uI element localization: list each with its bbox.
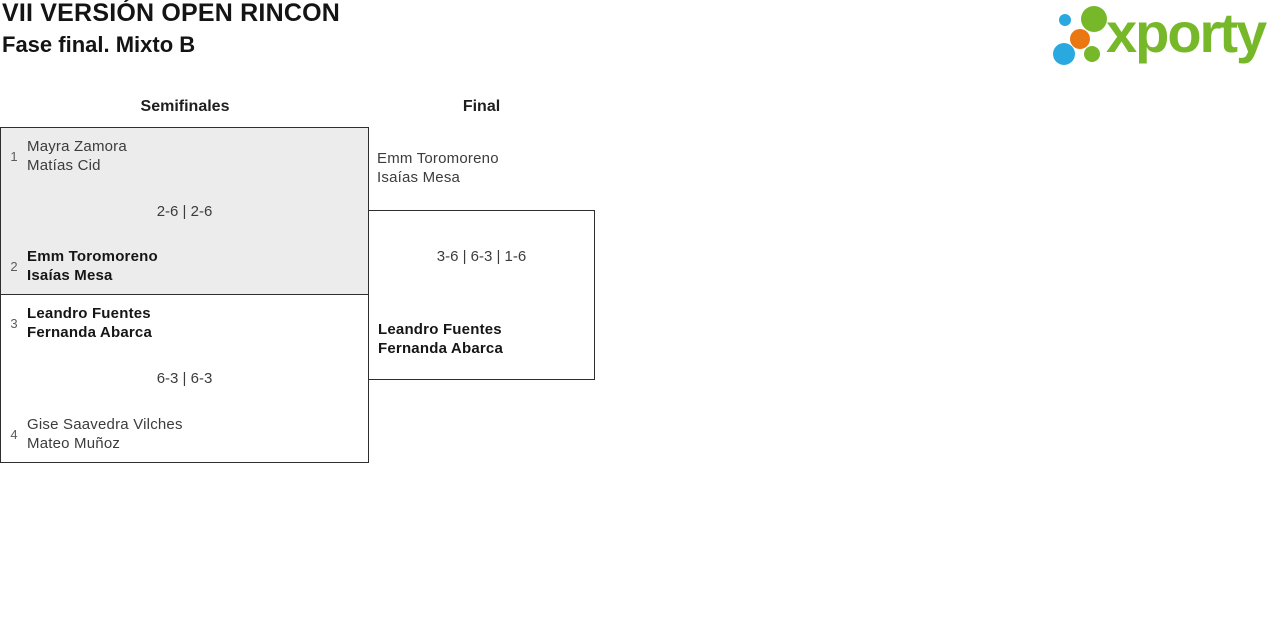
player-name: Matías Cid (27, 157, 101, 174)
phase-subtitle: Fase final. Mixto B (2, 32, 196, 57)
player-name: Isaías Mesa (27, 267, 113, 284)
final-team-winner: Leandro Fuentes Fernanda Abarca (378, 320, 503, 358)
match-semifinal-1: 1 Mayra Zamora Matías Cid 2-6 | 2-6 2 Em… (0, 127, 369, 295)
team-names: Gise Saavedra Vilches Mateo Muñoz (27, 415, 183, 453)
team-row-seed-3: 3 Leandro Fuentes Fernanda Abarca (1, 304, 368, 342)
player-name: Fernanda Abarca (27, 324, 152, 341)
match-score: 6-3 | 6-3 (156, 370, 213, 387)
player-name: Emm Toromoreno (27, 248, 158, 265)
team-names: Mayra Zamora Matías Cid (27, 137, 127, 175)
xporty-logo[interactable] (1050, 0, 1280, 75)
logo-dot-blue-small-icon (1059, 14, 1071, 26)
player-name: Emm Toromoreno (377, 150, 499, 167)
tournament-title: VII VERSIÓN OPEN RINCON (2, 0, 340, 27)
seed-number: 4 (10, 426, 18, 442)
logo-dot-green-small-icon (1084, 46, 1100, 62)
xporty-wordmark[interactable]: xporty (1106, 1, 1267, 64)
column-header-semifinals: Semifinales (140, 98, 230, 115)
team-row-seed-1: 1 Mayra Zamora Matías Cid (1, 137, 368, 175)
player-name: Isaías Mesa (377, 169, 461, 186)
logo-dot-orange-icon (1070, 29, 1090, 49)
match-score: 2-6 | 2-6 (156, 202, 213, 220)
match-final: 3-6 | 6-3 | 1-6 Leandro Fuentes Fernanda… (368, 210, 595, 380)
player-name: Mayra Zamora (27, 138, 127, 155)
final-team-finalist: Emm Toromoreno Isaías Mesa (377, 149, 499, 187)
player-name: Fernanda Abarca (378, 340, 503, 357)
team-row-seed-2: 2 Emm Toromoreno Isaías Mesa (1, 247, 368, 285)
column-header-final: Final (462, 98, 501, 115)
player-name: Mateo Muñoz (27, 435, 121, 452)
seed-number: 3 (10, 315, 18, 331)
team-names: Emm Toromoreno Isaías Mesa (27, 247, 158, 285)
player-name: Leandro Fuentes (27, 305, 151, 322)
title-block: VII VERSIÓN OPEN RINCON Fase final. Mixt… (2, 0, 340, 61)
logo-dot-green-large-icon (1081, 6, 1107, 32)
seed-number: 1 (10, 148, 18, 164)
team-names: Leandro Fuentes Fernanda Abarca (27, 304, 152, 342)
player-name: Gise Saavedra Vilches (27, 416, 183, 433)
logo-dot-blue-large-icon (1053, 43, 1075, 65)
match-score: 3-6 | 6-3 | 1-6 (436, 248, 527, 265)
seed-number: 2 (10, 258, 18, 274)
player-name: Leandro Fuentes (378, 321, 502, 338)
match-semifinal-2: 3 Leandro Fuentes Fernanda Abarca 6-3 | … (0, 294, 369, 463)
team-row-seed-4: 4 Gise Saavedra Vilches Mateo Muñoz (1, 415, 368, 453)
